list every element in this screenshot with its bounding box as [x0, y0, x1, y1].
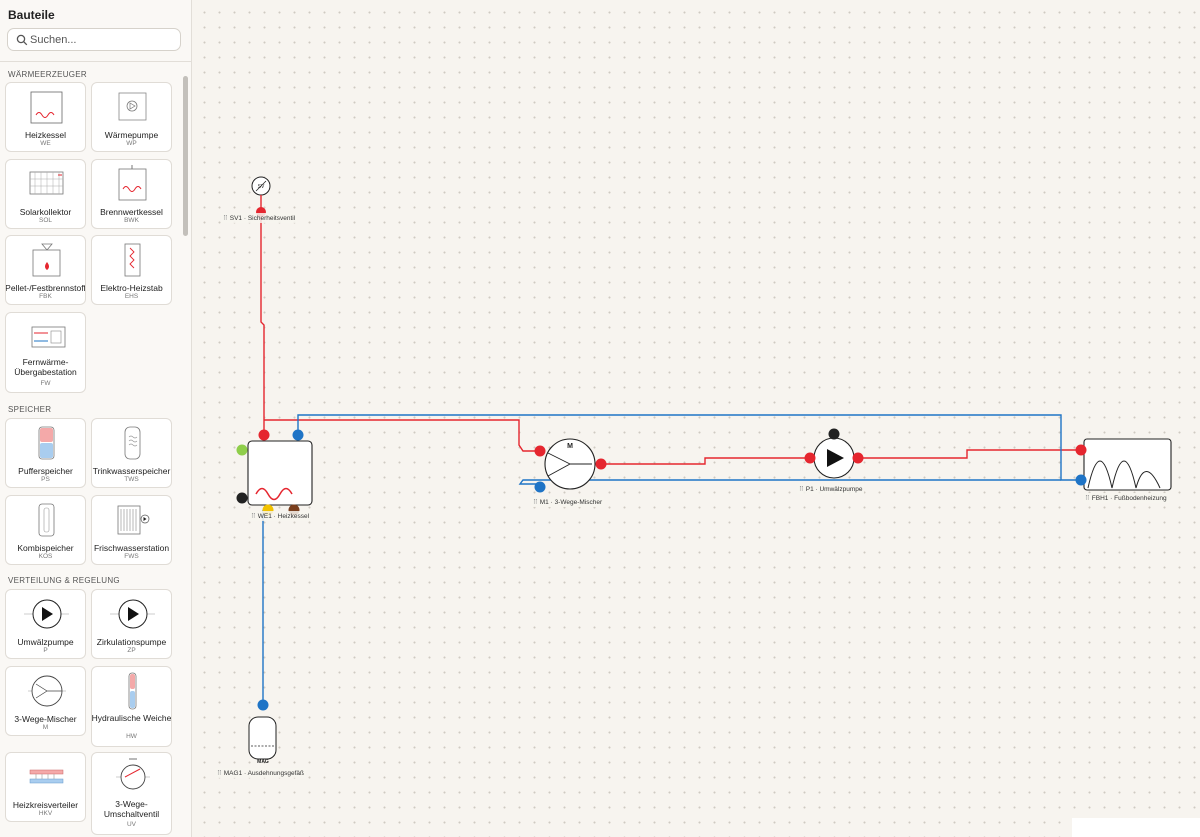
card-brennwertkessel[interactable]: Brennwertkessel BWK — [91, 159, 172, 229]
label-mag1[interactable]: ⠿MAG1 · Ausdehnungsgefäß — [215, 768, 306, 778]
p1-port-in[interactable] — [804, 452, 816, 464]
label-fbh1[interactable]: ⠿FBH1 · Fußbodenheizung — [1083, 493, 1169, 503]
combi-tank-icon — [38, 503, 55, 537]
card-3-wege-mischer[interactable]: 3-Wege-Mischer M — [5, 666, 86, 736]
card-zirkulationspumpe[interactable]: Zirkulationspumpe ZP — [91, 589, 172, 659]
we1-port-black[interactable] — [236, 492, 248, 504]
card-3-wege-umschaltventil[interactable]: 3-Wege-Umschaltventil UV — [91, 752, 172, 835]
sidebar-title: Bauteile — [8, 8, 55, 22]
corner-panel — [1072, 818, 1200, 837]
we1-port-green[interactable] — [236, 444, 248, 456]
pipe-fbh1-to-m1[interactable] — [518, 479, 1061, 487]
label-we1[interactable]: ⠿WE1 · Heizkessel — [249, 511, 312, 521]
dhw-tank-icon — [124, 426, 141, 460]
card-hydraulische-weiche[interactable]: Hydraulische Weiche HW — [91, 666, 172, 747]
fbh1-floor-heating[interactable] — [1075, 438, 1172, 491]
mag1-port[interactable] — [257, 699, 269, 711]
mag1-expansion-vessel[interactable]: MAG — [248, 699, 277, 766]
pipe-return-main[interactable] — [297, 414, 1081, 481]
card-heizkessel[interactable]: Heizkessel WE — [5, 82, 86, 152]
mixer-valve-icon — [28, 675, 66, 707]
we1-supply-port[interactable] — [258, 429, 270, 441]
section-label-verteilung: VERTEILUNG & REGELUNG — [8, 576, 120, 585]
m1-mixer[interactable]: M — [534, 438, 607, 493]
label-p1[interactable]: ⠿P1 · Umwälzpumpe — [797, 484, 865, 494]
electric-heater-icon — [124, 243, 141, 277]
component-sidebar: Bauteile Suchen... WÄRMEERZEUGER Heizkes… — [0, 0, 192, 837]
card-solarkollektor[interactable]: Solarkollektor SOL — [5, 159, 86, 229]
sv1-safety-valve[interactable]: SV — [251, 176, 271, 217]
card-frischwasserstation[interactable]: Frischwasserstation FWS — [91, 495, 172, 565]
m1-port-supply-in[interactable] — [534, 445, 546, 457]
pipe-sv1-to-we1[interactable] — [260, 212, 265, 435]
label-sv1[interactable]: ⠿SV1 · Sicherheitsventil — [221, 213, 298, 223]
card-kombispeicher[interactable]: Kombispeicher KOS — [5, 495, 86, 565]
diverter-valve-icon — [116, 758, 150, 790]
m1-port-out[interactable] — [595, 458, 607, 470]
pipe-p1-to-fbh1[interactable] — [858, 449, 1081, 459]
divider — [0, 61, 191, 62]
label-m1[interactable]: ⠿M1 · 3-Wege-Mischer — [531, 497, 605, 507]
search-input[interactable]: Suchen... — [7, 28, 181, 51]
p1-port-out[interactable] — [852, 452, 864, 464]
card-trinkwasserspeicher[interactable]: Trinkwasserspeicher TWS — [91, 418, 172, 488]
card-elektro-heizstab[interactable]: Elektro-Heizstab EHS — [91, 235, 172, 305]
pellet-boiler-icon — [32, 243, 61, 277]
supply-pipes — [260, 212, 1081, 465]
card-fernwaerme[interactable]: Fernwärme-Übergabestation FW — [5, 312, 86, 393]
solar-collector-icon — [29, 171, 64, 195]
we1-boiler[interactable] — [236, 429, 313, 516]
card-pellet-festbrennstoff[interactable]: Pellet-/Festbrennstoff FBK — [5, 235, 86, 305]
sv1-symbol: SV — [258, 184, 265, 190]
boiler-icon — [30, 91, 63, 124]
card-heizkreisverteiler[interactable]: Heizkreisverteiler HKV — [5, 752, 86, 822]
search-icon — [16, 34, 28, 46]
m1-symbol: M — [567, 443, 573, 450]
p1-pump[interactable] — [804, 428, 864, 479]
card-umwaelzpumpe[interactable]: Umwälzpumpe P — [5, 589, 86, 659]
m1-port-return[interactable] — [534, 481, 546, 493]
card-waermepumpe[interactable]: Wärmepumpe WP — [91, 82, 172, 152]
p1-port-control[interactable] — [828, 428, 840, 440]
section-label-speicher: SPEICHER — [8, 405, 52, 414]
district-heating-icon — [31, 326, 66, 348]
sidebar-scrollbar[interactable] — [183, 76, 188, 236]
condensing-boiler-icon — [118, 165, 147, 201]
fbh1-port-supply[interactable] — [1075, 444, 1087, 456]
schematic-svg: SV M — [236, 176, 1172, 766]
pump-icon — [24, 599, 69, 629]
schematic-canvas[interactable]: SV M — [192, 0, 1200, 837]
manifold-icon — [29, 769, 64, 784]
pipe-m1-to-p1[interactable] — [601, 457, 810, 465]
mag1-symbol: MAG — [257, 759, 269, 765]
search-placeholder: Suchen... — [30, 34, 77, 46]
fresh-water-station-icon — [117, 505, 150, 535]
pipe-supply-main[interactable] — [264, 419, 540, 452]
fbh1-port-return[interactable] — [1075, 474, 1087, 486]
heat-pump-icon — [118, 92, 147, 121]
buffer-tank-icon — [38, 426, 55, 460]
we1-return-port[interactable] — [292, 429, 304, 441]
section-label-waermeerzeuger: WÄRMEERZEUGER — [8, 70, 88, 79]
hydraulic-separator-icon — [128, 672, 137, 710]
card-pufferspeicher[interactable]: Pufferspeicher PS — [5, 418, 86, 488]
circulation-pump-icon — [110, 599, 155, 629]
